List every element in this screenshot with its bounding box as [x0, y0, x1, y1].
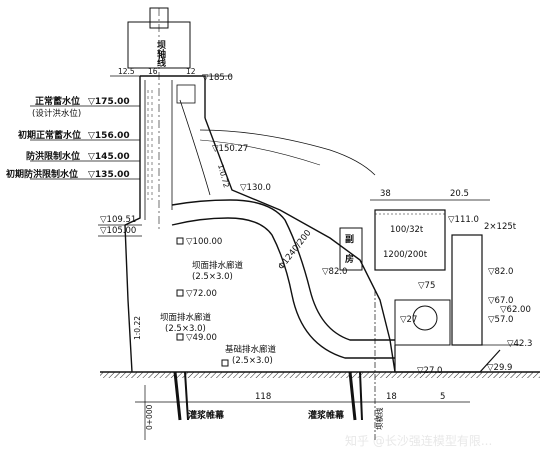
normal-storage-level-label: 正常蓄水位 [35, 95, 80, 107]
axis-label: 坝轴线 [155, 39, 166, 68]
flood-limit-level-label: 防洪限制水位 [26, 150, 80, 162]
svg-text:12.5: 12.5 [118, 67, 135, 76]
svg-text:38: 38 [380, 189, 391, 199]
powerhouse: 38 20.5 100/32t 1200/200t 副 房 ▽82.0 ▽111… [322, 189, 532, 376]
downstream-slope-ratio: 1:0.22 [133, 316, 142, 340]
elev-62: ▽62.00 [500, 305, 531, 315]
elev-67: ▽67.0 [488, 296, 513, 306]
drainage-galleries: ▽100.00 坝面排水廊道 (2.5×3.0) ▽72.00 坝面排水廊道 (… [133, 237, 277, 367]
gallery-3-size: (2.5×3.0) [232, 356, 273, 366]
grout-curtain-2: 灌浆帷幕 [308, 409, 345, 421]
dim-118: 118 [255, 392, 271, 402]
initial-flood-limit-label: 初期防洪限制水位 [6, 168, 78, 180]
svg-text:12: 12 [186, 67, 196, 76]
crane-2x125: 2×125t [484, 222, 517, 232]
elev-29-9: ▽29.9 [487, 363, 512, 373]
flood-limit-level-elev: ▽145.00 [88, 152, 130, 162]
elev-27-b: ▽27 [400, 315, 417, 325]
elev-100: ▽100.00 [186, 237, 222, 247]
initial-normal-level-label: 初期正常蓄水位 [18, 129, 81, 141]
penstock-diameter: Φ1240/200 [276, 228, 313, 272]
elev-111: ▽111.0 [448, 215, 479, 225]
elev-130: ▽130.0 [240, 183, 271, 193]
dim-18: 18 [386, 392, 397, 402]
grout-curtain-1: 灌浆帷幕 [188, 409, 225, 421]
normal-storage-level-elev: ▽175.00 [88, 97, 130, 107]
initial-normal-level-elev: ▽156.00 [88, 131, 130, 141]
initial-flood-limit-elev: ▽135.00 [88, 170, 130, 180]
svg-text:20.5: 20.5 [450, 189, 469, 199]
upstream-slope-ratio: 1:0.72 [216, 163, 231, 189]
gallery-2-name: 坝面排水廊道 [160, 312, 212, 323]
svg-text:16: 16 [148, 67, 158, 76]
elev-42-3: ▽42.3 [507, 339, 532, 349]
elev-109-51: ▽109.51 [100, 215, 136, 225]
design-flood-level-label: (设计洪水位) [32, 108, 81, 119]
elev-57: ▽57.0 [488, 315, 513, 325]
gallery-2-size: (2.5×3.0) [165, 324, 206, 334]
elev-75: ▽75 [418, 281, 435, 291]
crest-elevation: ▽185.0 [202, 73, 233, 83]
station-label-right: 坝横线 [374, 407, 384, 430]
elev-82-right: ▽82.0 [488, 267, 513, 277]
elev-82-left: ▽82.0 [322, 267, 347, 277]
elev-150-27: ▽150.27 [212, 144, 248, 154]
watermark: 知乎 @长沙强连模型有限... [345, 433, 492, 448]
gallery-1-name: 坝面排水廊道 [192, 260, 244, 271]
water-level-labels: 正常蓄水位 ▽175.00 (设计洪水位) 初期正常蓄水位 ▽156.00 防洪… [6, 95, 140, 180]
crane-1200-200: 1200/200t [383, 250, 428, 260]
elev-27: ▽27.0 [417, 366, 442, 376]
crane-100-32: 100/32t [390, 225, 424, 235]
aux-room-label-2: 房 [345, 253, 354, 265]
dim-5: 5 [440, 392, 445, 402]
foundation: 灌浆帷幕 灌浆帷幕 118 18 5 0+000 坝横线 [100, 290, 540, 440]
intake-tower: 坝轴线 12.5 16 12 ▽185.0 [110, 7, 233, 230]
gallery-1-size: (2.5×3.0) [192, 272, 233, 282]
elev-105: ▽105.00 [100, 226, 136, 236]
aux-room-label-1: 副 [345, 233, 354, 245]
gallery-3-name: 基础排水廊道 [225, 344, 277, 355]
elev-72: ▽72.00 [186, 289, 217, 299]
station-0-000: 0+000 [145, 404, 154, 430]
elev-49: ▽49.00 [186, 333, 217, 343]
